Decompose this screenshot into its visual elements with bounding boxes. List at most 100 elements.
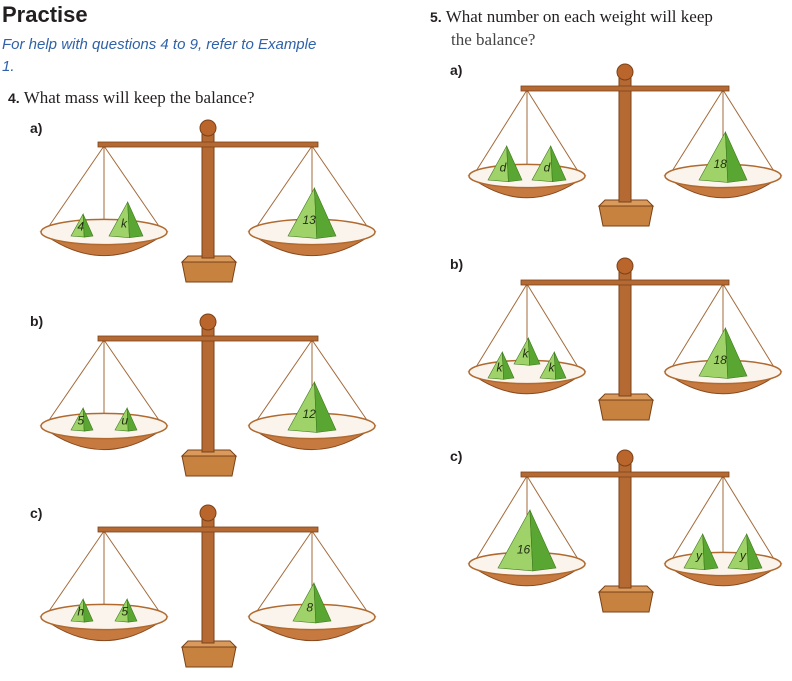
question-5-text-line1: What number on each weight will keep xyxy=(445,7,713,26)
right-weight-0-side-face xyxy=(314,381,337,433)
q5-part-a-label: a) xyxy=(450,62,463,78)
question-5-number: 5. xyxy=(430,9,442,25)
left-weight-1-label: k xyxy=(121,217,128,231)
right-weight-0-label: 13 xyxy=(302,213,316,227)
right-string-outer xyxy=(311,339,372,427)
left-string-outer xyxy=(44,339,105,427)
right-weight-0-label: 18 xyxy=(713,157,727,171)
left-string-outer xyxy=(44,145,105,233)
scale-base-top xyxy=(597,393,655,401)
scale-base-top xyxy=(180,640,238,648)
right-string-inner xyxy=(668,475,724,565)
scale-beam xyxy=(520,279,730,286)
left-weight-1-side-face xyxy=(126,598,138,623)
left-pan-rim xyxy=(40,218,168,246)
scale-knob xyxy=(616,449,634,467)
scale-beam xyxy=(97,526,319,533)
scale-base-top xyxy=(597,199,655,207)
question-5-text-line2: the balance? xyxy=(451,30,536,49)
question-4-text: What mass will keep the balance? xyxy=(23,88,255,107)
scale-knob xyxy=(199,313,217,331)
scale-base xyxy=(598,205,654,227)
left-string-outer xyxy=(472,283,528,373)
right-string-inner xyxy=(668,283,724,373)
right-weight-0-side-face xyxy=(313,582,332,624)
balance-scale-4a: 4 k 13 xyxy=(39,119,377,283)
question-5: 5. What number on each weight will keep … xyxy=(430,6,790,52)
scale-post xyxy=(201,327,215,453)
right-weight-0-label: y xyxy=(695,549,703,563)
right-weight-0-label: 18 xyxy=(713,353,727,367)
q4-part-b-label: b) xyxy=(30,313,44,329)
right-string-outer xyxy=(722,475,778,565)
left-weight-1-side-face xyxy=(126,407,138,432)
right-string-inner xyxy=(252,339,313,427)
scale-knob xyxy=(199,119,217,137)
scale-post xyxy=(618,77,632,203)
left-weight-0-label: 4 xyxy=(77,220,84,234)
right-string-outer xyxy=(722,89,778,177)
scale-base-top xyxy=(597,585,655,593)
left-weight-0-side-face xyxy=(82,407,94,432)
left-weight-0-side-face xyxy=(529,509,557,572)
scale-post xyxy=(618,463,632,589)
scale-base xyxy=(181,261,237,283)
scale-knob xyxy=(616,257,634,275)
left-string-inner xyxy=(526,283,582,373)
right-weight-0-side-face xyxy=(314,187,337,239)
left-weight-0-front-face xyxy=(497,508,534,572)
left-weight-0-side-face xyxy=(82,213,94,238)
left-string-outer xyxy=(472,89,528,177)
left-weight-1-side-face xyxy=(127,201,144,239)
help-reference: For help with questions 4 to 9, refer to… xyxy=(2,36,317,75)
left-string-inner xyxy=(526,89,582,177)
right-weight-1-side-face xyxy=(746,533,763,571)
scale-post xyxy=(201,133,215,259)
right-weight-0-label: 12 xyxy=(302,407,316,421)
right-string-inner xyxy=(668,89,724,177)
left-string-inner xyxy=(526,475,582,565)
left-weight-0-label: h xyxy=(77,605,84,619)
left-pan-rim xyxy=(468,163,586,189)
left-weight-0-side-face xyxy=(82,598,94,623)
scale-beam xyxy=(520,471,730,478)
right-string-inner xyxy=(252,145,313,233)
left-pan-rim xyxy=(40,603,168,631)
left-string-inner xyxy=(103,145,164,233)
scale-base xyxy=(181,455,237,477)
scale-base xyxy=(598,591,654,613)
right-weight-0-side-face xyxy=(725,131,748,183)
right-string-outer xyxy=(311,530,372,618)
left-string-inner xyxy=(103,530,164,618)
left-weight-1-label: k xyxy=(522,347,529,361)
scale-knob xyxy=(616,63,634,81)
left-weight-2-side-face xyxy=(554,351,567,380)
right-string-outer xyxy=(311,145,372,233)
scale-base xyxy=(181,646,237,668)
question-4: 4. What mass will keep the balance? xyxy=(8,88,255,108)
scale-beam xyxy=(97,335,319,342)
left-string-outer xyxy=(472,475,528,565)
scale-post xyxy=(201,518,215,644)
left-weight-2-label: k xyxy=(548,361,555,375)
left-weight-1-label: d xyxy=(544,161,551,175)
scale-base-top xyxy=(180,449,238,457)
q4-part-a-label: a) xyxy=(30,120,43,136)
scale-beam xyxy=(97,141,319,148)
right-weight-0-side-face xyxy=(725,327,748,379)
left-weight-0-label: 5 xyxy=(77,414,84,428)
right-weight-0-side-face xyxy=(702,533,719,571)
left-weight-0-side-face xyxy=(502,351,515,380)
right-weight-1-label: y xyxy=(739,549,747,563)
left-weight-1-side-face xyxy=(528,337,541,366)
left-weight-1-label: 5 xyxy=(121,605,128,619)
scale-post xyxy=(618,271,632,397)
scale-beam xyxy=(520,85,730,92)
scale-base xyxy=(598,399,654,421)
right-string-outer xyxy=(722,283,778,373)
q5-part-c-label: c) xyxy=(450,448,463,464)
left-weight-0-side-face xyxy=(506,145,523,183)
